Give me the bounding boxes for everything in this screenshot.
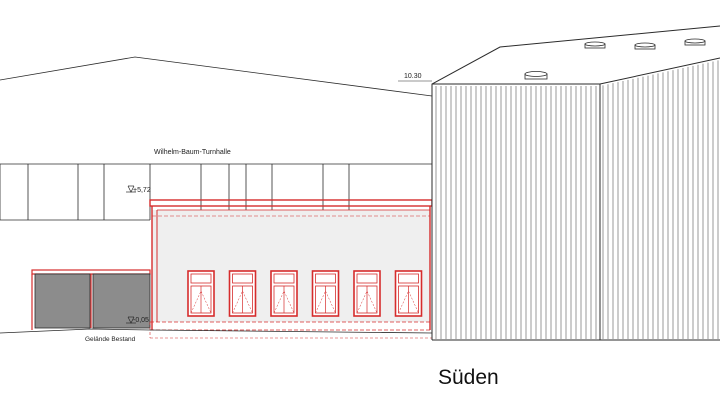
new-hall	[431, 25, 720, 341]
level-marker-upper	[126, 185, 136, 193]
roof-skylights	[524, 38, 706, 80]
ground-label: Gelände Bestand	[85, 336, 136, 343]
window	[187, 270, 215, 317]
window-row	[187, 270, 423, 317]
existing-annex	[31, 269, 151, 330]
level-label-upper: +5,72	[133, 187, 151, 194]
new-building-extension	[149, 199, 433, 339]
existing-gym-hall	[0, 56, 433, 221]
window	[270, 270, 298, 317]
window	[228, 270, 257, 317]
ridge-height-label: 10.30	[404, 73, 422, 80]
level-marker-lower	[126, 316, 136, 324]
view-title: Süden	[438, 366, 499, 389]
level-label-lower: -0,05	[133, 317, 149, 324]
ground-line	[0, 328, 433, 334]
window	[353, 270, 381, 317]
window	[394, 270, 423, 317]
building-label: Wilhelm-Baum-Turnhalle	[154, 149, 231, 156]
window	[311, 270, 340, 317]
